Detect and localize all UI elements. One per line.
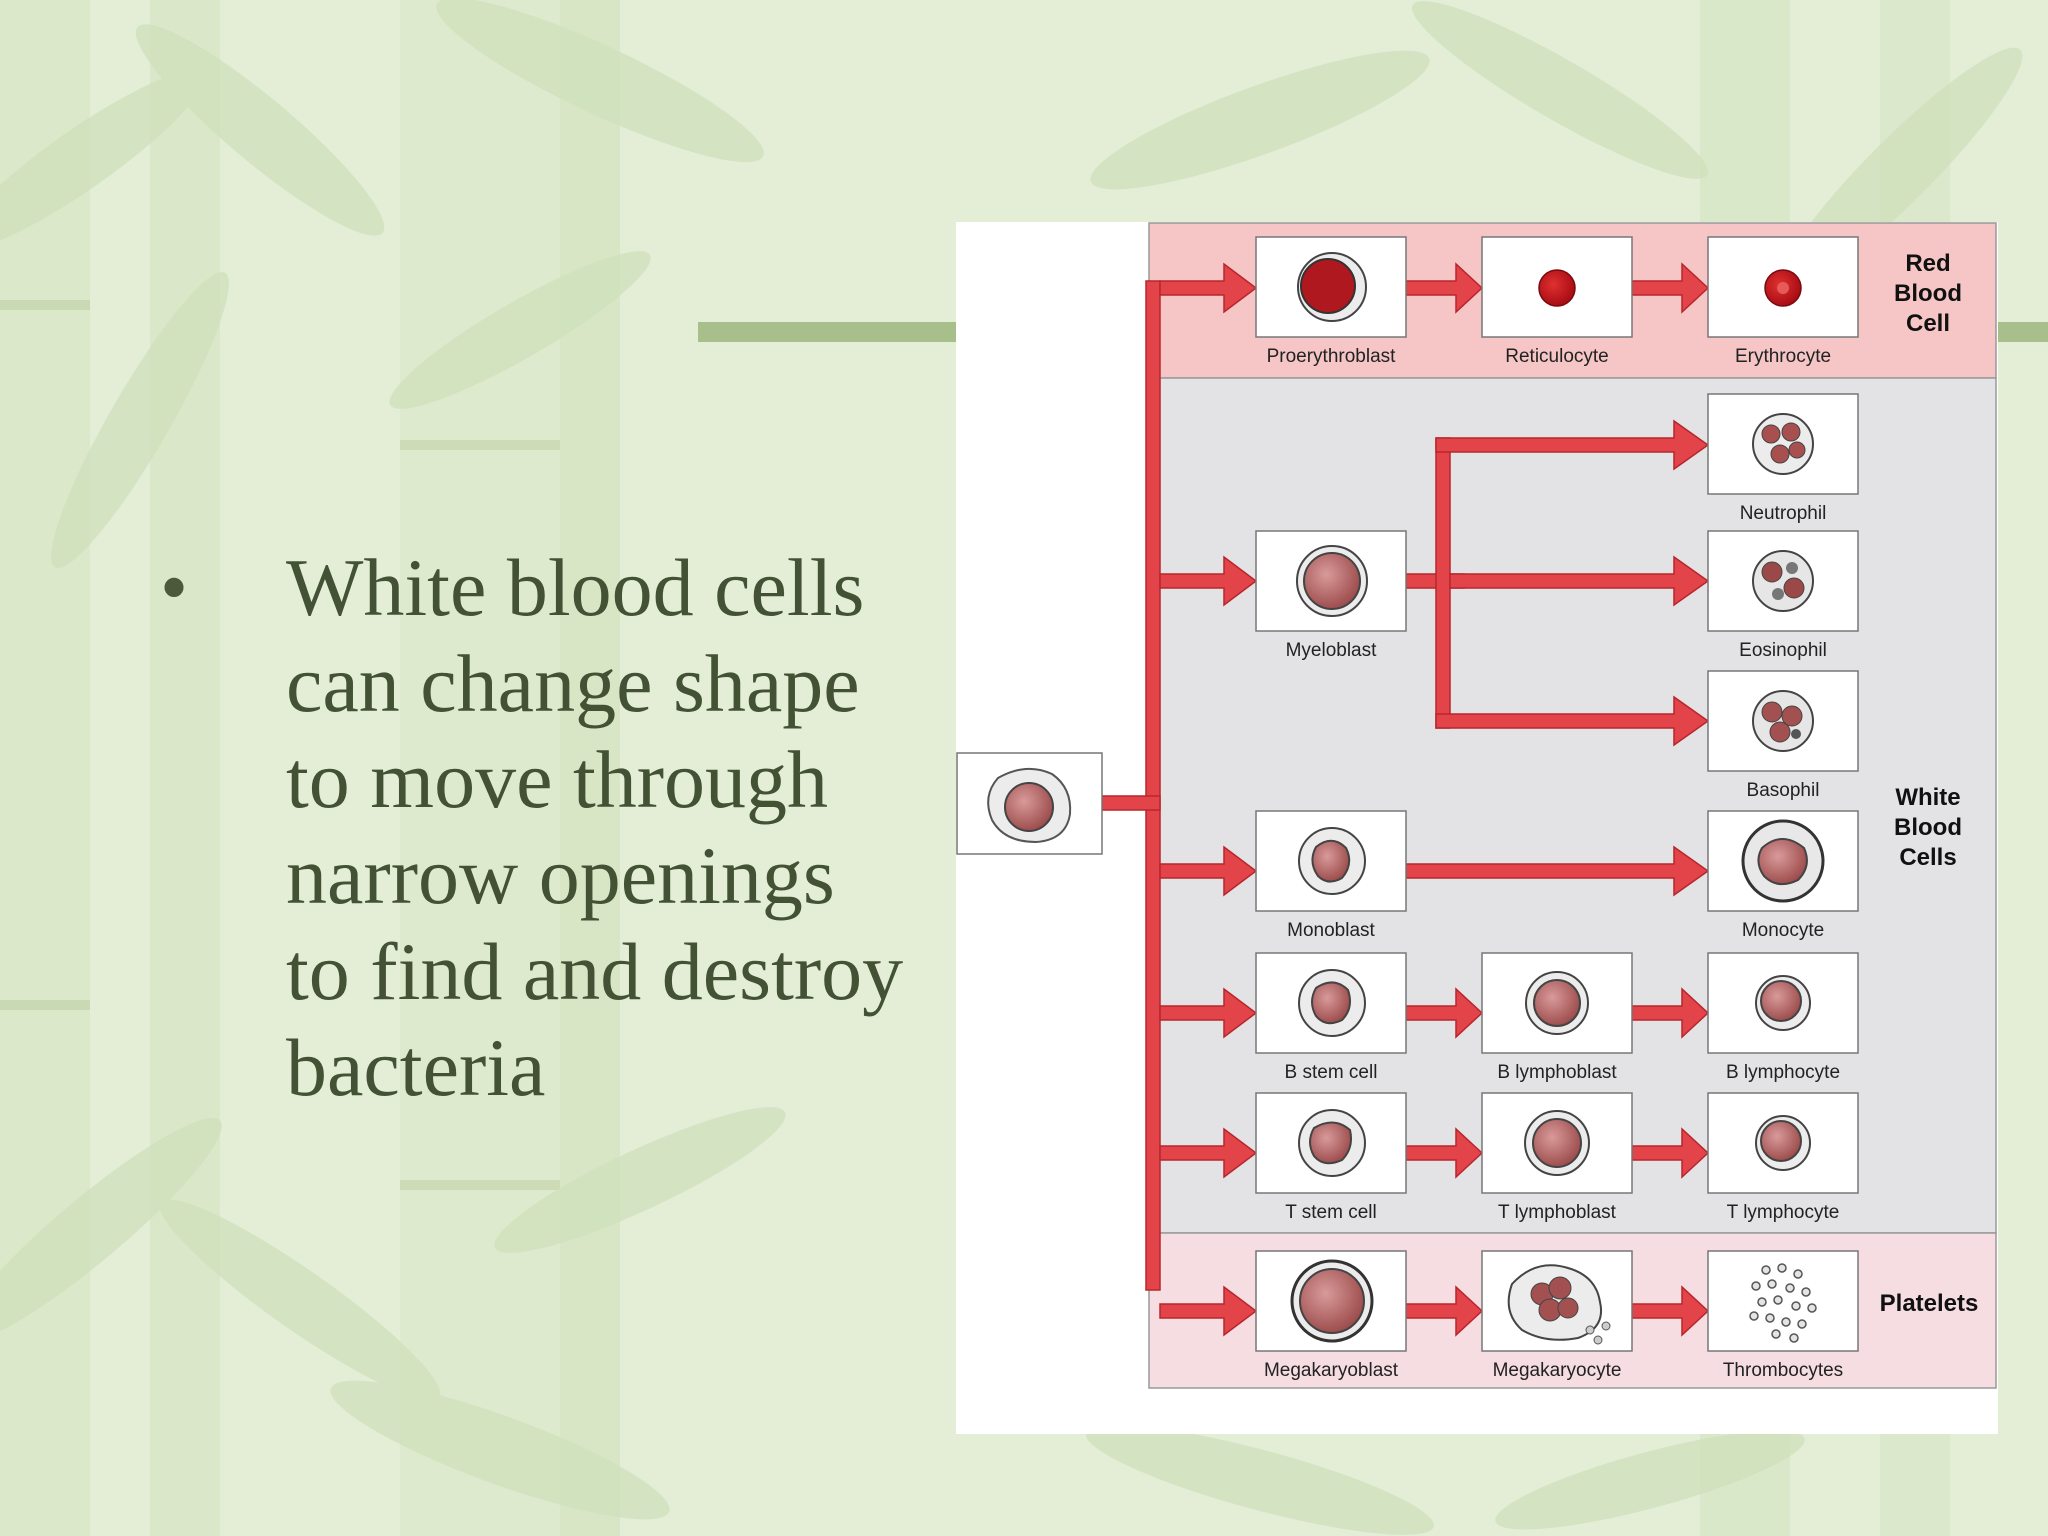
group-white-line2: Blood [1894,814,1962,841]
group-red-line1: Red [1905,250,1950,277]
reticulocyte-cell: Reticulocyte [1481,236,1633,367]
bullet-text: White blood cells can change shape to mo… [286,542,904,1113]
t-stem-cell: T stem cell [1255,1092,1407,1223]
proerythroblast-cell: Proerythroblast [1255,236,1407,367]
monoblast-label: Monoblast [1287,920,1375,941]
white-cell-band [1148,377,1997,1234]
monocyte-label: Monocyte [1742,920,1824,941]
erythrocyte-label: Erythrocyte [1735,346,1831,367]
basophil-label: Basophil [1747,780,1820,801]
group-white-line1: White [1895,784,1960,811]
bullet-marker: • [160,544,189,632]
proerythroblast-label: Proerythroblast [1267,346,1397,367]
monoblast-cell: Monoblast [1255,810,1407,941]
b-lymphocyte-label: B lymphocyte [1726,1062,1840,1083]
b-lymphoblast-label: B lymphoblast [1497,1062,1617,1083]
b-stem-cell-label: B stem cell [1285,1062,1378,1083]
eosinophil-label: Eosinophil [1739,640,1827,661]
megakaryocyte-label: Megakaryocyte [1493,1360,1622,1381]
b-lymphocyte-cell: B lymphocyte [1707,952,1859,1083]
megakaryocyte-cell: Megakaryocyte [1481,1250,1633,1381]
megakaryoblast-label: Megakaryoblast [1264,1360,1399,1381]
b-stem-cell: B stem cell [1255,952,1407,1083]
group-platelets: Platelets [1880,1290,1979,1317]
group-red-line3: Cell [1906,310,1950,337]
group-red-line2: Blood [1894,280,1962,307]
neutrophil-cell: Neutrophil [1707,393,1859,524]
stem-cell-box [956,752,1103,855]
thrombocytes-label: Thrombocytes [1723,1360,1843,1381]
group-white-line3: Cells [1899,844,1956,871]
blood-cell-diagram: Proerythroblast Reticulocyte Erythrocyte… [956,222,1998,1434]
arrow-paths [1101,262,1710,1337]
t-lymphoblast-label: T lymphoblast [1498,1202,1617,1223]
basophil-cell: Basophil [1707,670,1859,801]
thrombocytes-cell: Thrombocytes [1707,1250,1859,1381]
reticulocyte-label: Reticulocyte [1505,346,1609,367]
erythrocyte-cell: Erythrocyte [1707,236,1859,367]
b-lymphoblast-cell: B lymphoblast [1481,952,1633,1083]
myeloblast-cell: Myeloblast [1255,530,1407,661]
eosinophil-cell: Eosinophil [1707,530,1859,661]
t-lymphocyte-label: T lymphocyte [1727,1202,1840,1223]
monocyte-cell: Monocyte [1707,810,1859,941]
megakaryoblast-cell: Megakaryoblast [1255,1250,1407,1381]
myeloblast-label: Myeloblast [1286,640,1378,661]
t-stem-cell-label: T stem cell [1285,1202,1377,1223]
t-lymphoblast-cell: T lymphoblast [1481,1092,1633,1223]
neutrophil-label: Neutrophil [1740,503,1827,524]
t-lymphocyte-cell: T lymphocyte [1707,1092,1859,1223]
